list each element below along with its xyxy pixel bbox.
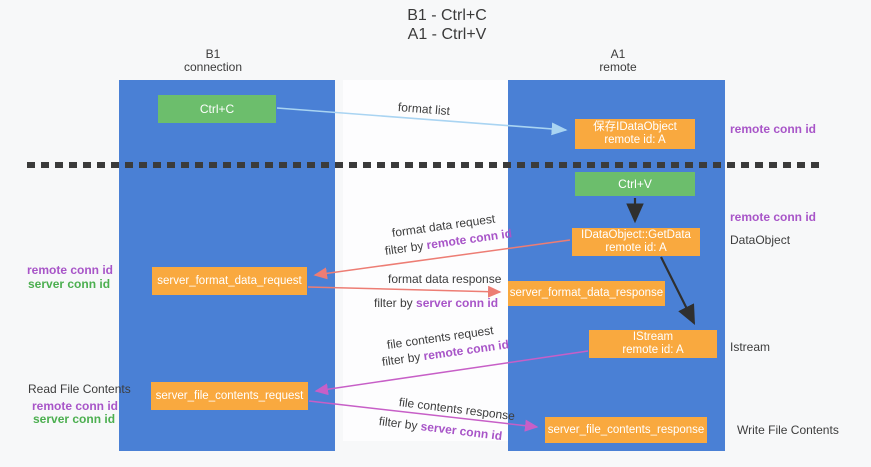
diagram-title: B1 - Ctrl+C A1 - Ctrl+V	[347, 6, 547, 44]
right-remote-conn-id-mid: remote conn id	[730, 210, 817, 224]
right-remote-conn-id-top: remote conn id	[730, 122, 817, 136]
lifeline-a1-role: remote	[599, 60, 637, 74]
diagram-title-line1: B1 - Ctrl+C	[407, 7, 487, 24]
left-server-conn-id-top: server conn id	[28, 277, 111, 291]
ctrl-v-action-box: Ctrl+V	[575, 172, 695, 196]
diagram-title-line2: A1 - Ctrl+V	[407, 26, 487, 43]
write-file-contents-label: Write File Contents	[737, 423, 839, 437]
lifeline-b1-role: connection	[183, 60, 243, 74]
lifeline-a1-name: A1	[610, 47, 626, 61]
ctrl-c-action-box: Ctrl+C	[158, 95, 276, 123]
filter-by-text: filter by	[374, 296, 417, 310]
server-file-contents-request-label: server_file_contents_request	[155, 389, 304, 402]
saved-idataobject-line2: remote id: A	[604, 134, 666, 146]
server-conn-id-key: server conn id	[416, 296, 499, 310]
server-format-data-request-label: server_format_data_request	[157, 274, 302, 287]
istream-line1: IStream	[632, 331, 674, 343]
server-file-contents-request-box: server_file_contents_request	[151, 382, 308, 410]
format-data-response-filter-label: filter by server conn id	[374, 296, 498, 310]
lifeline-header-a1: A1 remote	[558, 48, 678, 74]
server-format-data-response-box: server_format_data_response	[508, 281, 665, 306]
left-remote-conn-id-bottom: remote conn id	[32, 399, 119, 413]
lifeline-header-b1: B1 connection	[153, 48, 273, 74]
server-file-contents-response-label: server_file_contents_response	[547, 423, 705, 436]
read-file-contents-label: Read File Contents	[28, 382, 131, 396]
ctrl-v-label: Ctrl+V	[618, 176, 652, 191]
saved-idataobject-line1: 保存IDataObject	[593, 121, 677, 133]
istream-side-label: Istream	[730, 340, 771, 354]
format-data-response-label: format data response	[388, 272, 502, 286]
getdata-line2: remote id: A	[605, 242, 667, 254]
middle-gap-panel	[343, 80, 508, 441]
saved-idataobject-box: 保存IDataObject remote id: A	[575, 119, 695, 149]
dataobject-label: DataObject	[730, 233, 791, 247]
lifeline-b1-name: B1	[205, 47, 221, 61]
istream-line2: remote id: A	[622, 344, 684, 356]
server-format-data-request-box: server_format_data_request	[152, 267, 307, 295]
server-format-data-response-label: server_format_data_response	[509, 287, 664, 299]
idataobject-getdata-box: IDataObject::GetData remote id: A	[572, 228, 700, 256]
server-file-contents-response-box: server_file_contents_response	[545, 417, 707, 443]
ctrl-c-label: Ctrl+C	[199, 101, 235, 116]
left-remote-conn-id-top: remote conn id	[27, 263, 114, 277]
istream-box: IStream remote id: A	[589, 330, 717, 358]
left-server-conn-id-bottom: server conn id	[33, 412, 116, 426]
getdata-line1: IDataObject::GetData	[581, 229, 691, 241]
